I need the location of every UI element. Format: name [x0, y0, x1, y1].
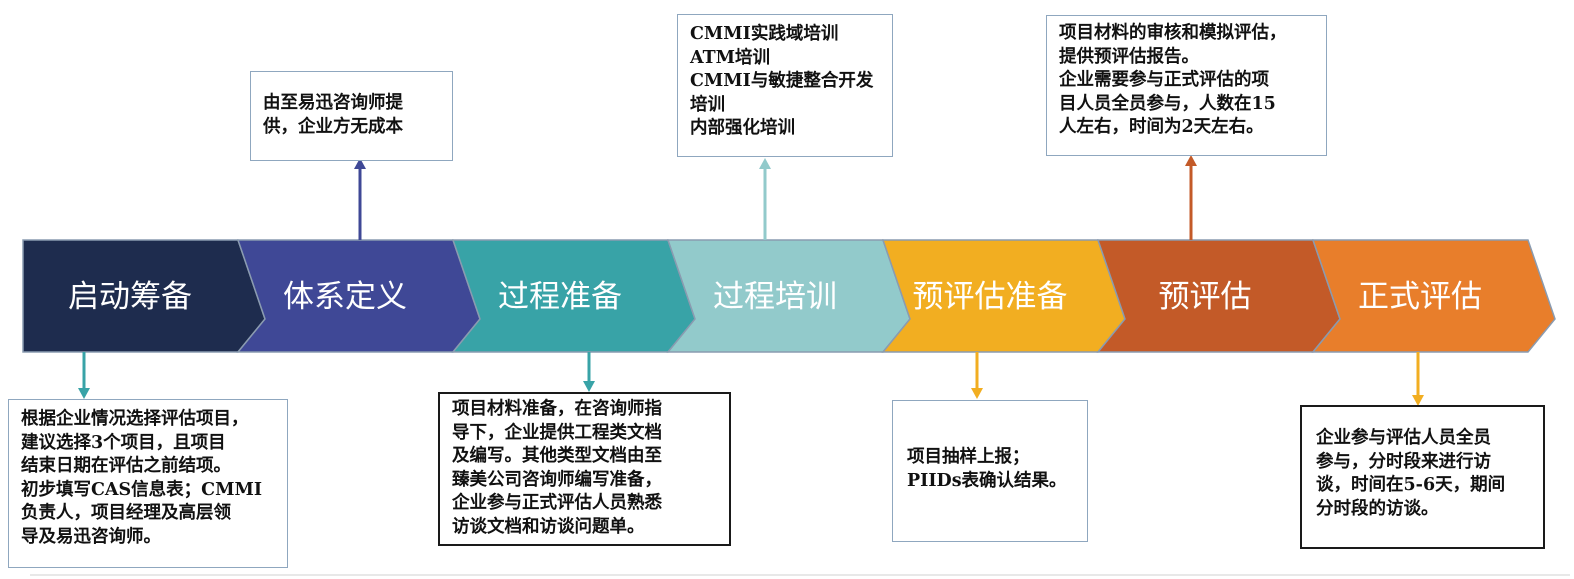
connector-system	[354, 158, 366, 240]
bottom-divider	[30, 574, 1570, 576]
connector-prep	[583, 352, 595, 392]
stage-preeval-prep-label: 预评估准备	[913, 279, 1068, 315]
note-prep: 项目材料准备，在咨询师指 导下，企业提供工程类文档 及编写。其他类型文档由至 臻…	[438, 392, 731, 546]
note-training: CMMI实践域培训 ATM培训 CMMI与敏捷整合开发 培训 内部强化培训	[677, 14, 893, 157]
stage-training-label: 过程培训	[713, 279, 837, 315]
connector-formal	[1412, 352, 1424, 406]
stage-startup-label: 启动筹备	[68, 279, 192, 315]
note-startup: 根据企业情况选择评估项目， 建议选择3个项目，且项目 结束日期在评估之前结项。 …	[8, 399, 288, 568]
stage-prep-label: 过程准备	[498, 279, 622, 315]
stage-system-label: 体系定义	[283, 279, 407, 315]
connector-preeval-prep	[971, 352, 983, 399]
note-preeval-prep: 项目抽样上报； PIIDs表确认结果。	[892, 400, 1088, 542]
stage-formal-shape	[1311, 239, 1556, 353]
connector-startup	[78, 352, 90, 399]
note-preeval: 项目材料的审核和模拟评估， 提供预评估报告。 企业需要参与正式评估的项 目人员全…	[1046, 15, 1327, 156]
connector-preeval	[1185, 155, 1197, 240]
stage-preeval-label: 预评估	[1159, 279, 1252, 315]
stage-formal-label: 正式评估	[1358, 279, 1482, 315]
note-formal: 企业参与评估人员全员 参与，分时段来进行访 谈，时间在5-6天，期间 分时段的访…	[1300, 405, 1545, 549]
stage-chevrons	[22, 239, 1556, 353]
connector-training	[759, 158, 771, 240]
note-system: 由至易迅咨询师提 供，企业方无成本	[250, 71, 453, 161]
